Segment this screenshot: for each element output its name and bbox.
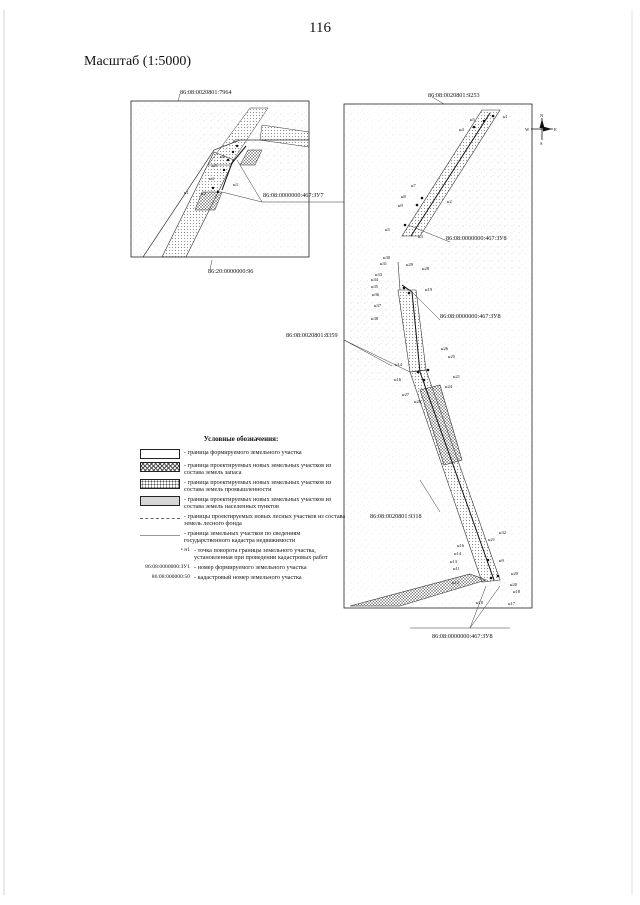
svg-text:н16: н16	[394, 377, 402, 382]
svg-text:н24: н24	[445, 384, 453, 389]
inset-point-n5: н5	[212, 163, 217, 168]
svg-text:н13: н13	[450, 559, 458, 564]
svg-text:н26: н26	[414, 399, 422, 404]
legend-item: - граница проектируемых новых земельных …	[140, 496, 346, 510]
svg-text:н14: н14	[395, 362, 403, 367]
inset-label-zu7: 86:08:0000000:467:ЗУ7	[263, 192, 324, 199]
svg-text:н38: н38	[371, 316, 379, 321]
legend-item: 86:08:0000000:ЗУ1 - номер формируемого з…	[106, 564, 346, 571]
inset-point-n1: н1	[184, 190, 189, 195]
legend-item: 86:08:000000:50 - кадастровый номер земе…	[106, 574, 346, 581]
svg-text:н14: н14	[454, 551, 462, 556]
scale-label: Масштаб (1:5000)	[84, 54, 191, 69]
svg-text:н12: н12	[452, 580, 460, 585]
main-label-8359: 86:08:0020801:8359	[286, 332, 338, 339]
svg-text:н36: н36	[372, 292, 380, 297]
inset-label-7964: 86:08:0020801:7964	[180, 89, 232, 96]
main-label-zu8-a: 86:08:0000000:467:ЗУ8	[446, 235, 507, 242]
legend-item: - границы проектируемых новых лесных уча…	[140, 513, 346, 527]
inset-point-n7: н7	[233, 138, 238, 143]
compass-w: W	[525, 127, 530, 132]
legend-symbol-fine-dots	[140, 496, 180, 506]
legend-symbol-dashed	[140, 513, 180, 519]
legend-symbol-crosshatch	[140, 462, 180, 472]
svg-text:н19: н19	[425, 287, 433, 292]
legend-title: Условные обозначения:	[203, 435, 279, 443]
svg-text:н7: н7	[411, 183, 416, 188]
svg-text:н31: н31	[380, 261, 388, 266]
main-label-zu8-b: 86:08:0000000:467:ЗУ8	[440, 313, 501, 320]
legend-key-cadastral: 86:08:000000:50	[151, 574, 190, 580]
svg-text:н25: н25	[448, 354, 456, 359]
svg-text:н26: н26	[441, 346, 449, 351]
legend: Условные обозначения: - граница формируе…	[106, 435, 346, 584]
legend-item: • н1 - точка поворота границы земельного…	[106, 547, 346, 561]
main-label-9318: 86:08:0020801:9318	[370, 513, 422, 520]
legend-item: - граница земельных участков по сведения…	[140, 530, 346, 544]
svg-text:н20: н20	[511, 571, 519, 576]
compass-n: N	[540, 113, 544, 118]
svg-text:н5: н5	[470, 117, 475, 122]
svg-text:н9: н9	[398, 203, 403, 208]
svg-text:н20: н20	[510, 582, 518, 587]
svg-text:н29: н29	[406, 262, 414, 267]
svg-text:н4: н4	[459, 127, 464, 132]
legend-item: - граница проектируемых новых земельных …	[140, 462, 346, 476]
svg-text:н21: н21	[488, 537, 496, 542]
svg-text:н9: н9	[499, 558, 504, 563]
svg-text:н37: н37	[374, 303, 382, 308]
compass-icon: N S W E	[525, 113, 557, 146]
main-label-zu8-bottom: 86:08:0000000:467:ЗУ8	[432, 633, 493, 640]
svg-text:н11: н11	[453, 566, 461, 571]
legend-symbol-blank	[140, 449, 180, 459]
legend-key-zu: 86:08:0000000:ЗУ1	[145, 564, 190, 570]
main-map: н1 н5 н4 н7 н8 н9 н2 н5 н3 н30 н31 н29 н…	[286, 92, 557, 640]
compass-e: E	[554, 127, 557, 132]
svg-text:н21: н21	[453, 374, 461, 379]
svg-text:н35: н35	[371, 284, 379, 289]
svg-text:н5: н5	[385, 227, 390, 232]
inset-point-n6: н6	[220, 154, 225, 159]
svg-text:н34: н34	[371, 277, 379, 282]
svg-text:н27: н27	[402, 392, 410, 397]
inset-point-n3: н3	[233, 182, 238, 187]
svg-text:н18: н18	[513, 589, 521, 594]
legend-symbol-line	[140, 530, 180, 536]
svg-text:н1: н1	[503, 114, 508, 119]
svg-text:н32: н32	[499, 530, 507, 535]
svg-text:н2: н2	[447, 199, 452, 204]
legend-item: - граница проектируемых новых земельных …	[140, 479, 346, 493]
compass-s: S	[540, 141, 543, 146]
svg-text:н17: н17	[508, 601, 516, 606]
svg-text:н33: н33	[375, 272, 383, 277]
inset-point-n4: н4	[209, 176, 214, 181]
main-label-9253: 86:08:0020801:9253	[428, 92, 480, 99]
svg-text:н16: н16	[457, 543, 465, 548]
svg-text:н8: н8	[401, 194, 406, 199]
svg-text:н28: н28	[422, 266, 430, 271]
svg-text:н3: н3	[418, 234, 423, 239]
inset-label-96: 86:20:0000000:96	[208, 268, 253, 275]
legend-item: - граница формируемого земельного участк…	[140, 449, 346, 459]
inset-point-n2: н2	[201, 191, 206, 196]
legend-symbol-dots	[140, 479, 180, 489]
svg-text:н30: н30	[383, 255, 391, 260]
inset-map: н7 н6 н5 н4 н3 н2 н1 86:08:0020801:7964 …	[130, 89, 344, 275]
legend-key-point: • н1	[180, 547, 190, 553]
page-number: 116	[309, 20, 331, 36]
